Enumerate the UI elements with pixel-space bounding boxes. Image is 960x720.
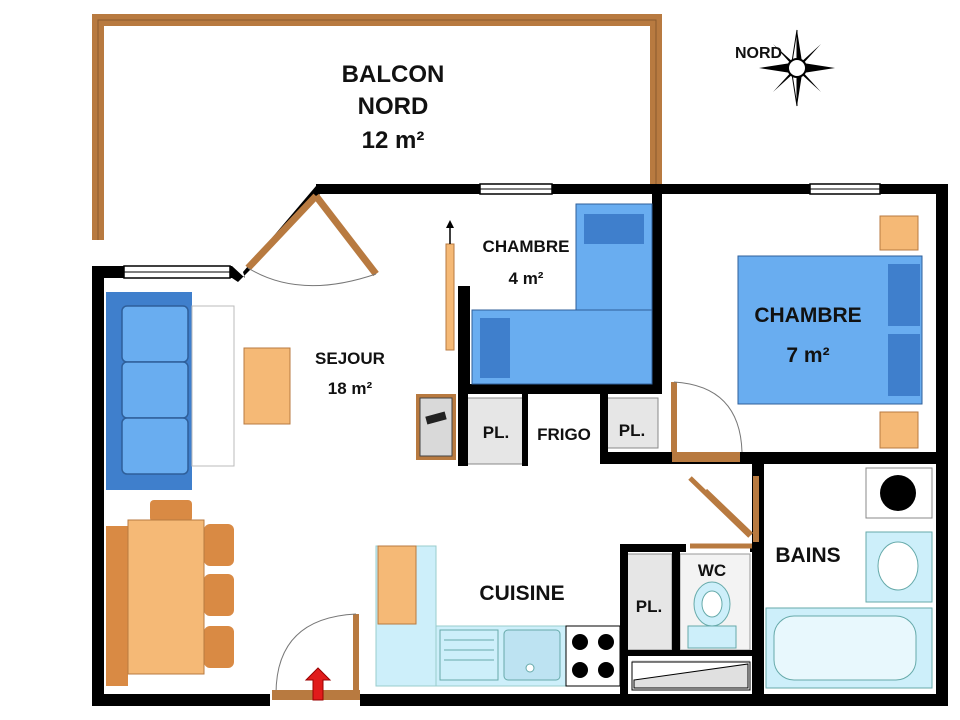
toilet	[687, 581, 737, 649]
placard-3-label: PL.	[636, 597, 662, 616]
bed-large	[737, 215, 923, 449]
chambre-large-label: CHAMBRE	[754, 304, 861, 327]
frigo-label: FRIGO	[537, 425, 591, 444]
tv-stand	[416, 394, 456, 460]
balcon-label-line1: BALCON	[342, 61, 445, 88]
placard-1-label: PL.	[483, 423, 509, 442]
bathtub	[765, 607, 933, 689]
dining-set	[106, 500, 234, 686]
balcon-label-line2: NORD	[358, 93, 429, 120]
sejour-area: 18 m²	[328, 379, 373, 398]
sofa	[106, 292, 235, 490]
cuisine-label: CUISINE	[479, 582, 564, 605]
chambre-large-area: 7 m²	[786, 344, 829, 367]
stairs	[631, 661, 751, 691]
entry-arrow-icon	[304, 667, 332, 701]
chambre-small-area: 4 m²	[509, 269, 544, 288]
windows	[123, 183, 881, 279]
bed-small	[460, 203, 653, 386]
bathroom-sink	[865, 531, 933, 603]
chambre-small-label: CHAMBRE	[483, 237, 570, 256]
kitchen-counter	[375, 545, 621, 687]
washing-machine	[865, 467, 933, 519]
sejour-label: SEJOUR	[315, 349, 385, 368]
compass-rose-icon	[759, 29, 835, 107]
bains-label: BAINS	[775, 544, 840, 567]
wc-label: WC	[698, 561, 726, 580]
coffee-table	[243, 347, 291, 425]
balcon-area: 12 m²	[362, 127, 425, 154]
compass-label: NORD	[735, 45, 782, 62]
placard-2-label: PL.	[619, 421, 645, 440]
walls	[92, 184, 948, 706]
balcony	[92, 14, 662, 240]
